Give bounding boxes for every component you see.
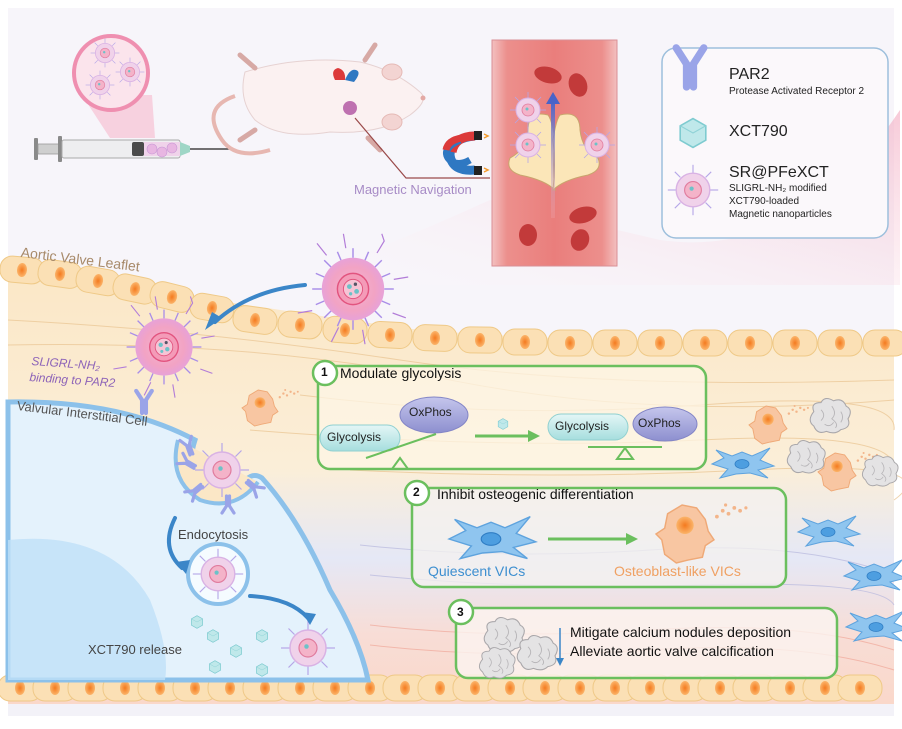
nanoparticle-icon	[667, 164, 719, 216]
cell-nucleus	[8, 538, 166, 680]
magnetic-navigation-label: Magnetic Navigation	[354, 182, 472, 197]
balance-fulcrum	[390, 456, 410, 470]
syringe-magnifier	[72, 34, 155, 138]
legend-par2-title: PAR2	[729, 66, 770, 83]
balance-beam-tilted	[365, 433, 437, 459]
glycolysis-label-before: Glycolysis	[327, 430, 382, 444]
panel-mitigate-calcification	[447, 598, 839, 680]
panel-1-number: 1	[321, 365, 328, 379]
osteoblast-like-vics-label: Osteoblast-like VICs	[614, 563, 741, 579]
arrowheads	[176, 312, 316, 625]
external-magnet	[442, 134, 472, 167]
panel-3-number: 3	[457, 605, 464, 619]
legend-nanoparticle-line3: Magnetic nanoparticles	[729, 209, 832, 220]
legend-nanoparticle-line1: SLIGRL-NH₂ modified	[729, 183, 827, 194]
xct790-icon-small	[497, 418, 509, 430]
calcium-nodule	[786, 440, 826, 474]
syringe	[34, 136, 230, 162]
panel-2-number: 2	[413, 485, 420, 499]
panel-3-line1: Mitigate calcium nodules deposition	[570, 624, 792, 640]
released-nanoparticle	[280, 620, 336, 676]
calcium-nodule-panel	[478, 647, 516, 679]
xct790-release-label: XCT790 release	[88, 642, 182, 657]
panel-number-badge	[311, 359, 339, 387]
calcium-nodule-panel	[516, 634, 558, 671]
glycolysis-pill-after	[547, 413, 629, 441]
xct790-crystal-icon	[679, 117, 707, 149]
legend-par2-subtitle: Protease Activated Receptor 2	[729, 86, 865, 97]
mouse	[211, 42, 490, 179]
panel-number-badge	[403, 479, 431, 507]
calcium-nodule	[861, 455, 899, 487]
legend-box	[661, 48, 889, 239]
valvular-interstitial-cell	[5, 399, 372, 683]
panel-number-badge	[447, 598, 475, 626]
arrow-to-leaflet	[213, 283, 307, 324]
membrane-invagination	[173, 434, 266, 515]
oxphos-label-before: OxPhos	[409, 405, 452, 419]
endocytosis-label: Endocytosis	[178, 527, 249, 542]
quiescent-vics-label: Quiescent VICs	[428, 563, 526, 579]
legend-xct790-title: XCT790	[729, 123, 788, 140]
endocytic-vesicle	[186, 542, 250, 606]
panel-modulate-glycolysis	[311, 359, 708, 471]
aortic-vessel	[491, 39, 618, 267]
legend-nanoparticle-title: SR@PFeXCT	[729, 164, 829, 181]
oxphos-label-after: OxPhos	[638, 416, 681, 430]
glycolysis-label-after: Glycolysis	[555, 419, 610, 433]
panel-inhibit-osteogenic	[403, 479, 788, 589]
oxphos-mito-after	[632, 406, 698, 442]
panel-arrowhead	[626, 533, 638, 545]
panel-arrowhead	[528, 430, 540, 442]
calcium-nodule	[809, 397, 851, 434]
blood-flow-arrow	[551, 100, 555, 218]
panel-3-line2: Alleviate aortic valve calcification	[570, 643, 774, 659]
panel-1-title: Modulate glycolysis	[340, 365, 462, 381]
red-blood-cells	[519, 66, 597, 251]
oxphos-mito-before	[399, 396, 469, 434]
calcium-nodule-panel	[483, 616, 525, 653]
panel-2-title: Inhibit osteogenic differentiation	[437, 486, 634, 502]
glycolysis-pill-before	[319, 424, 401, 452]
heart-nanoparticles	[343, 101, 357, 115]
zoom-highlight	[280, 110, 900, 285]
bottom-margin	[8, 704, 894, 716]
down-arrowhead	[556, 658, 564, 666]
legend-nanoparticle-line2: XCT790-loaded	[729, 196, 800, 207]
balance-fulcrum	[615, 446, 635, 460]
